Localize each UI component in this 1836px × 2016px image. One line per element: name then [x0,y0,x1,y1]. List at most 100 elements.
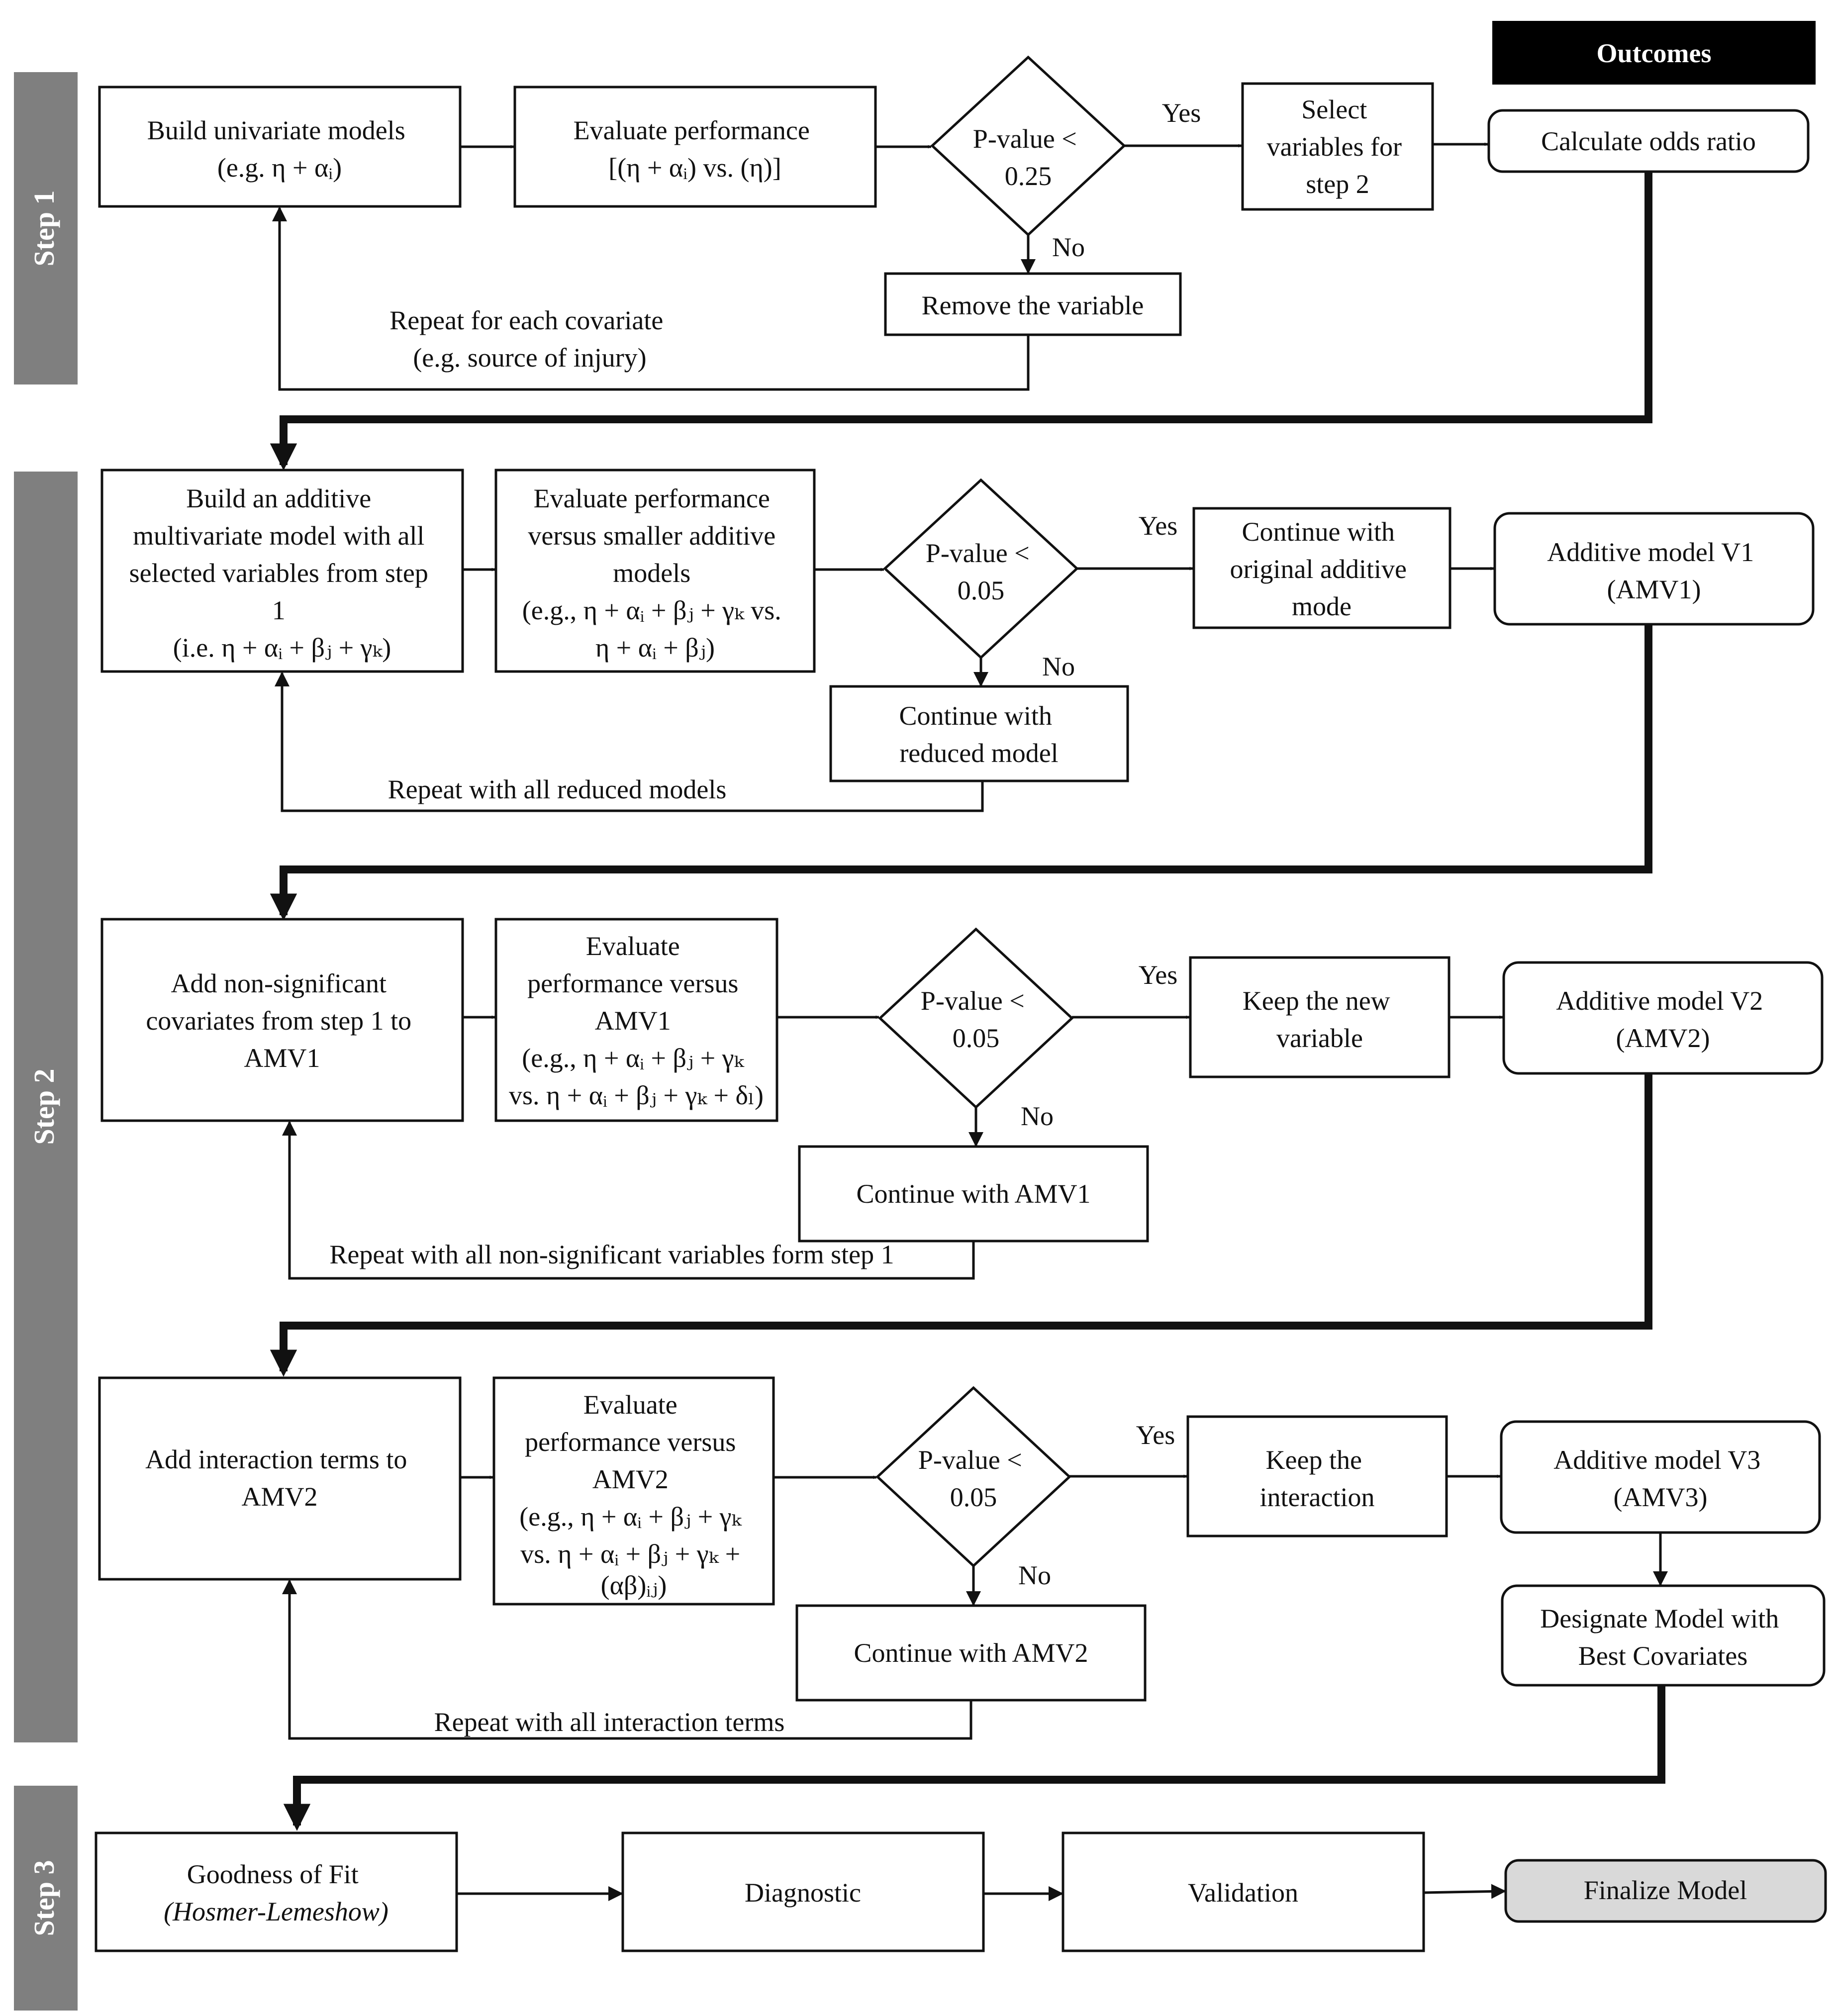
step-1-label: Step 1 [28,190,60,266]
finalize-model-text: Finalize Model [1584,1875,1747,1905]
build-additive-line-2: multivariate model with all [133,521,424,551]
evaluate-amv2-line-1: Evaluate [583,1390,677,1420]
step1-repeat-loop [272,206,1030,391]
continue-reduced-rect [829,685,1129,782]
continue-amv2-box: Continue with AMV2 [795,1604,1147,1702]
add-interaction-box: Add interaction terms to AMV2 [98,1376,462,1581]
build-additive-line-4: 1 [272,595,286,625]
connector-amv2-to-step2c [270,1073,1652,1377]
continue-original-line-2: original additive [1230,554,1407,584]
diagnostic-rect [621,1831,985,1952]
evaluate-amv2-rect [492,1376,775,1606]
arrow-validation-to-finalize [1423,1884,1506,1899]
amv2-rect [1502,961,1824,1075]
step2b-decision-text: P-value < 0.05 [921,986,1031,1053]
designate-text: Designate Model with Best Covariates [1540,1604,1785,1671]
step2c-decision-diamond [875,1386,1071,1568]
evaluate-amv2-line-3: AMV2 [592,1464,669,1494]
step-2-bar: Step 2 [14,472,78,1742]
step-2-bar-bg [14,472,78,1742]
keep-interaction-line-2: interaction [1260,1482,1375,1512]
step2a-decision-line-2: 0.05 [958,576,1005,605]
evaluate-smaller-line-3: models [613,558,690,588]
validation-box: Validation [1062,1831,1425,1952]
step1-yes-label: Yes [1162,98,1201,128]
goodness-of-fit-rect [95,1831,458,1952]
amv3-text: Additive model V3 (AMV3) [1553,1445,1767,1512]
step-2-label: Step 2 [28,1068,60,1145]
add-nonsig-text: Add non-significant covariates from step… [146,968,418,1073]
step2a-repeat-loop [275,672,984,812]
step2a-decision-diamond [883,478,1079,660]
outcomes-header-label: Outcomes [1597,38,1712,68]
designate-box: Designate Model with Best Covariates [1501,1584,1826,1687]
diagnostic-box: Diagnostic [621,1831,985,1952]
amv2-text: Additive model V2 (AMV2) [1556,986,1769,1053]
evaluate-performance-line-2: [(η + αᵢ) vs. (η)] [608,153,781,183]
step2a-no-label: No [1042,652,1075,681]
evaluate-amv2-box: Evaluate performance versus AMV2 (e.g., … [492,1376,775,1606]
evaluate-amv1-line-1: Evaluate [586,931,680,961]
build-univariate-box: Build univariate models (e.g. η + αᵢ) [98,86,462,208]
evaluate-amv1-text: Evaluate performance versus AMV1 (e.g., … [509,931,764,1110]
outcomes-header: Outcomes [1492,21,1816,85]
evaluate-performance-text: Evaluate performance [(η + αᵢ) vs. (η)] [574,115,817,183]
step2b-no-label: No [1021,1101,1054,1131]
step2b-decision: P-value < 0.05 [878,927,1074,1109]
amv3-line-1: Additive model V3 [1553,1445,1760,1475]
amv2-line-2: (AMV2) [1616,1023,1710,1053]
build-additive-box: Build an additive multivariate model wit… [100,469,464,673]
continue-original-box: Continue with original additive mode [1192,507,1451,629]
step2a-decision-text: P-value < 0.05 [926,538,1036,605]
finalize-model-box: Finalize Model [1504,1859,1827,1923]
step2a-decision-line-1: P-value < [926,538,1030,568]
step-1-bar-bg [14,72,78,384]
amv1-text: Additive model V1 (AMV1) [1547,537,1760,604]
evaluate-smaller-box: Evaluate performance versus smaller addi… [494,469,816,673]
keep-new-line-1: Keep the new [1243,986,1390,1016]
add-nonsig-line-1: Add non-significant [171,968,387,998]
add-nonsig-rect [100,918,464,1122]
amv3-box: Additive model V3 (AMV3) [1500,1420,1821,1534]
remove-variable-text: Remove the variable [922,290,1144,320]
evaluate-smaller-line-5: η + αᵢ + βⱼ) [595,633,715,663]
build-univariate-line-1: Build univariate models [147,115,405,145]
step-3-bar: Step 3 [14,1786,78,2011]
evaluate-amv2-line-2: performance versus [525,1427,736,1457]
select-variables-text: Select variables for step 2 [1267,95,1409,199]
continue-amv2-rect [795,1604,1147,1702]
step2b-repeat-label: Repeat with all non-significant variable… [329,1240,894,1269]
continue-original-rect [1192,507,1451,629]
evaluate-amv1-rect [494,918,778,1122]
step2c-decision-text: P-value < 0.05 [918,1445,1029,1512]
keep-interaction-line-1: Keep the [1266,1445,1362,1475]
calculate-odds-text: Calculate odds ratio [1541,126,1756,156]
build-univariate-text: Build univariate models (e.g. η + αᵢ) [147,115,412,183]
amv3-rect [1500,1420,1821,1534]
evaluate-amv1-line-3: AMV1 [595,1006,671,1036]
continue-original-text: Continue with original additive mode [1230,517,1414,621]
evaluate-amv2-line-6: (αβ)ᵢⱼ) [601,1570,667,1600]
continue-amv1-text: Continue with AMV1 [856,1179,1090,1209]
outcomes-header-bg [1492,21,1816,85]
select-variables-line-1: Select [1301,95,1367,124]
build-additive-rect [100,469,464,673]
evaluate-performance-rect [513,86,877,208]
evaluate-amv1-line-4: (e.g., η + αᵢ + βⱼ + γₖ [522,1043,744,1073]
add-nonsig-line-3: AMV1 [244,1043,320,1073]
amv1-line-2: (AMV1) [1607,575,1701,604]
amv1-box: Additive model V1 (AMV1) [1493,512,1815,626]
step1-decision-line-1: P-value < [973,124,1077,154]
add-interaction-line-2: AMV2 [241,1482,317,1512]
amv3-line-2: (AMV3) [1614,1482,1708,1512]
evaluate-smaller-rect [494,469,816,673]
evaluate-amv2-line-5: vs. η + αᵢ + βⱼ + γₖ + [520,1539,740,1569]
goodness-of-fit-line-2: (Hosmer-Lemeshow) [164,1897,388,1926]
step-3-label: Step 3 [28,1860,60,1936]
step1-decision-text: P-value < 0.25 [973,124,1083,191]
add-interaction-line-1: Add interaction terms to [145,1444,407,1474]
evaluate-smaller-line-4: (e.g., η + αᵢ + βⱼ + γₖ vs. [522,595,781,625]
evaluate-smaller-line-1: Evaluate performance [534,483,770,513]
remove-variable-box: Remove the variable [884,272,1182,336]
